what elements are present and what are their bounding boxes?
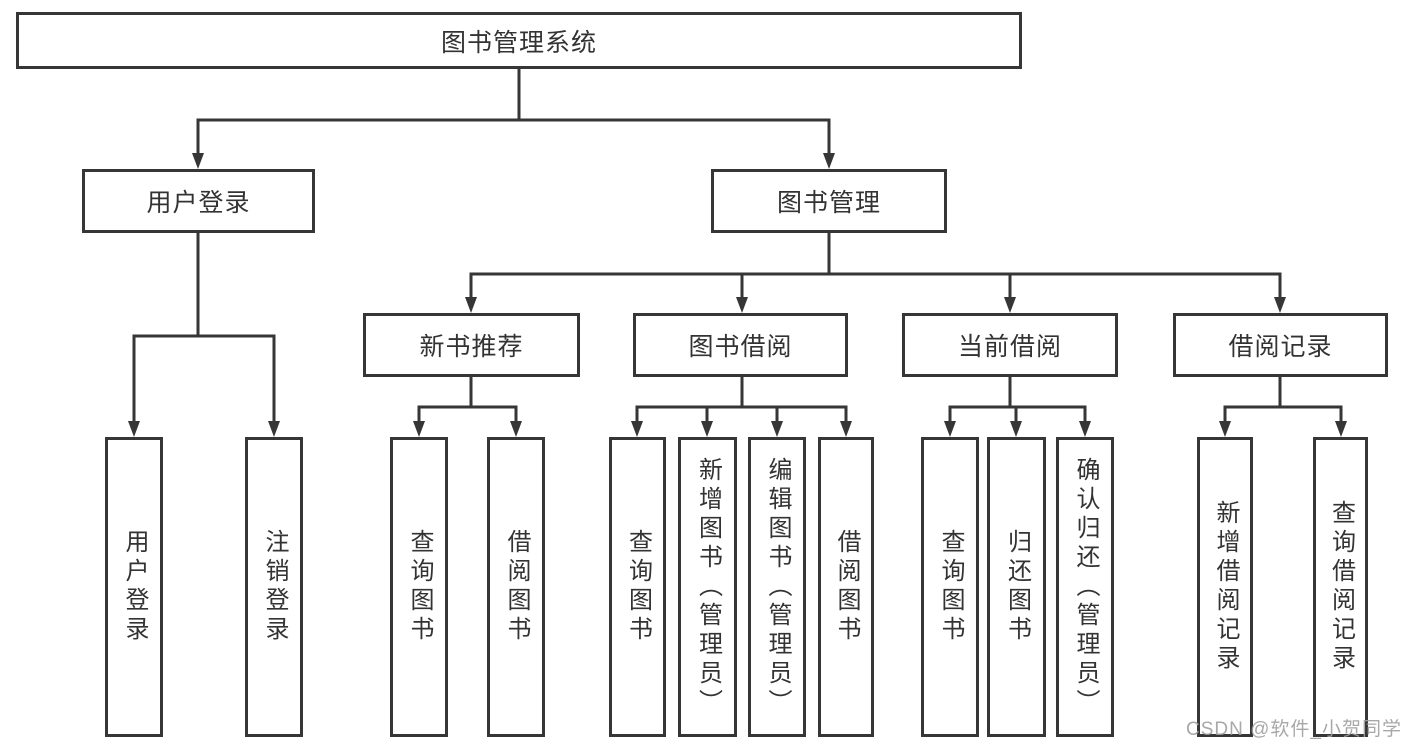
node-current-borrow: 当前借阅: [902, 313, 1118, 377]
node-book-management: 图书管理: [711, 169, 947, 233]
node-leaf-recommend-borrow-book-label: 借阅图书: [503, 529, 530, 645]
node-leaf-current-query-book-label: 查询图书: [937, 529, 964, 645]
node-leaf-add-book-label: 新增图书（管理员）: [694, 456, 722, 718]
node-leaf-recommend-borrow-book: 借阅图书: [487, 437, 545, 737]
node-leaf-add-book: 新增图书（管理员）: [678, 437, 737, 737]
node-leaf-query-record: 查询借阅记录: [1313, 437, 1368, 737]
node-new-book-recommend: 新书推荐: [363, 313, 580, 377]
node-root: 图书管理系统: [16, 12, 1022, 69]
node-leaf-edit-book-label: 编辑图书（管理员）: [764, 456, 791, 718]
node-leaf-borrow-borrow-book-label: 借阅图书: [833, 529, 860, 645]
node-borrow-record: 借阅记录: [1173, 313, 1388, 377]
node-leaf-logout-label: 注销登录: [261, 529, 288, 645]
node-book-borrow: 图书借阅: [633, 313, 848, 377]
node-book-borrow-label: 图书借阅: [688, 333, 793, 361]
node-leaf-return-book: 归还图书: [987, 437, 1046, 737]
node-leaf-current-query-book: 查询图书: [921, 437, 979, 737]
node-leaf-borrow-query-book: 查询图书: [609, 437, 666, 737]
node-leaf-query-record-label: 查询借阅记录: [1327, 500, 1355, 674]
node-root-label: 图书管理系统: [440, 28, 597, 57]
node-leaf-confirm-return-label: 确认归还（管理员）: [1072, 456, 1099, 718]
node-user-login-label: 用户登录: [146, 189, 251, 217]
node-leaf-recommend-query-book-label: 查询图书: [406, 529, 433, 645]
node-leaf-add-record: 新增借阅记录: [1197, 437, 1253, 737]
node-leaf-confirm-return: 确认归还（管理员）: [1056, 437, 1114, 737]
node-book-management-label: 图书管理: [776, 189, 881, 217]
node-leaf-return-book-label: 归还图书: [1003, 529, 1031, 645]
node-leaf-user-login: 用户登录: [105, 437, 163, 737]
node-user-login: 用户登录: [82, 169, 315, 233]
node-leaf-borrow-query-book-label: 查询图书: [624, 529, 652, 645]
node-leaf-user-login-label: 用户登录: [121, 529, 148, 645]
node-leaf-add-record-label: 新增借阅记录: [1212, 500, 1239, 674]
node-borrow-record-label: 借阅记录: [1228, 333, 1333, 361]
node-leaf-edit-book: 编辑图书（管理员）: [748, 437, 806, 737]
csdn-watermark: CSDN @软件_小贺同学: [1186, 719, 1402, 740]
node-leaf-borrow-borrow-book: 借阅图书: [818, 437, 874, 737]
node-leaf-logout: 注销登录: [245, 437, 303, 737]
node-leaf-recommend-query-book: 查询图书: [390, 437, 448, 737]
node-new-book-recommend-label: 新书推荐: [419, 333, 524, 361]
node-current-borrow-label: 当前借阅: [957, 333, 1062, 361]
